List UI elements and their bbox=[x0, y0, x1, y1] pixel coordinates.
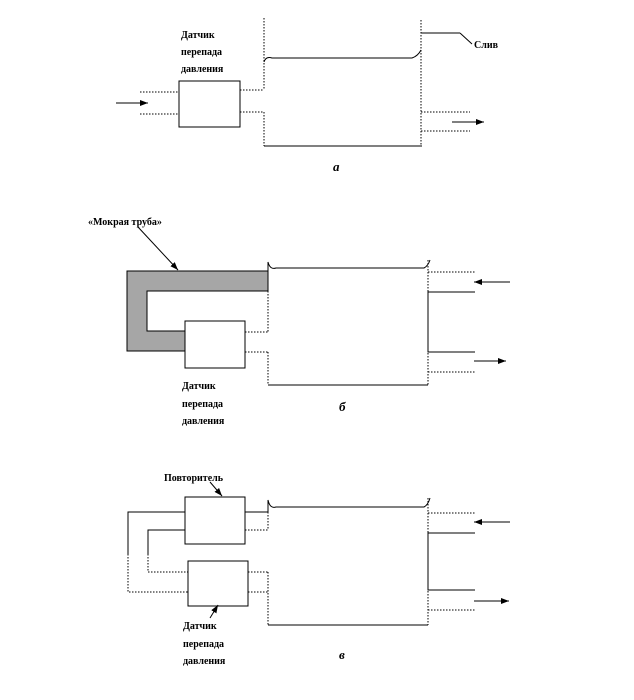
sensor-label-c-line1: Датчик bbox=[183, 621, 217, 632]
sensor-label-c-line2: перепада bbox=[183, 639, 224, 650]
sensor-label-b-line2: перепада bbox=[182, 399, 223, 410]
repeater-label: Повторитель bbox=[164, 473, 224, 484]
pressure-sensor-box-c bbox=[187, 560, 249, 607]
repeater-pointer-arrow bbox=[209, 481, 223, 497]
drain-pipe-a bbox=[421, 32, 484, 132]
caption-a: а bbox=[333, 159, 340, 174]
sensor-label-a-line3: давления bbox=[181, 64, 224, 75]
wet-pipe-label: «Мокрая труба» bbox=[88, 217, 162, 228]
caption-b: б bbox=[339, 399, 346, 414]
wet-pipe bbox=[126, 270, 269, 352]
sensor-pointer-arrow-c bbox=[209, 604, 219, 619]
drain-label: Слив bbox=[474, 40, 499, 51]
pressure-sensor-box-b bbox=[184, 320, 246, 369]
pressure-sensor-box-a bbox=[178, 80, 241, 128]
wet-pipe-pointer-arrow bbox=[137, 226, 179, 271]
diagram-b: «Мокрая труба» Датчик перепада давления … bbox=[88, 217, 510, 427]
repeater-box bbox=[184, 496, 246, 545]
sensor-b bbox=[184, 320, 268, 369]
sensor-label-a-line2: перепада bbox=[181, 47, 222, 58]
caption-c: в bbox=[339, 647, 345, 662]
sensor-label-b-line3: давления bbox=[182, 416, 225, 427]
diagram-c: Повторитель Датчик перепада давления в bbox=[127, 473, 510, 667]
sensor-a bbox=[116, 80, 264, 128]
repeater-assembly bbox=[127, 496, 268, 607]
sensor-label-b-line1: Датчик bbox=[182, 381, 216, 392]
diagram-a: Датчик перепада давления Слив а bbox=[116, 18, 499, 174]
tank-a bbox=[263, 18, 422, 147]
tank-c bbox=[267, 497, 510, 626]
tank-b bbox=[267, 259, 510, 386]
sensor-label-a-line1: Датчик bbox=[181, 30, 215, 41]
sensor-label-c-line3: давления bbox=[183, 656, 226, 667]
